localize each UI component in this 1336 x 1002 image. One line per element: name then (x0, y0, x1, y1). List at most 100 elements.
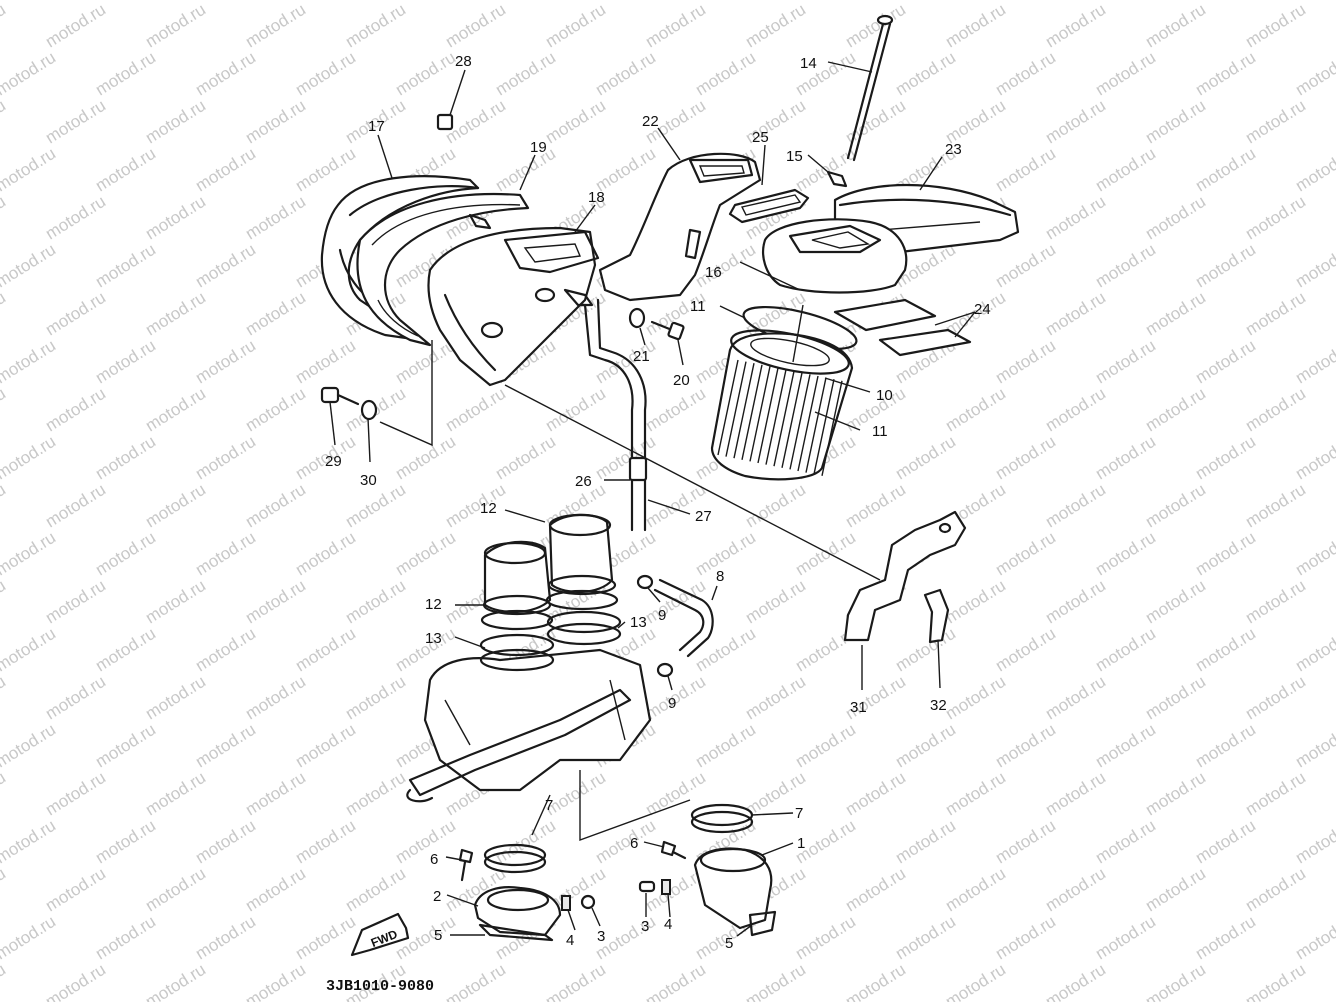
label-13-left: 13 (425, 630, 442, 647)
watermark-text: motod.ru (692, 0, 759, 3)
watermark-text: motod.ru (942, 768, 1009, 820)
reference-line-b (379, 340, 433, 447)
spring-4a (561, 895, 571, 911)
watermark-text: motod.ru (892, 0, 959, 3)
watermark-text: motod.ru (1192, 912, 1259, 964)
bracket-31 (843, 510, 967, 642)
watermark-text: motod.ru (1192, 816, 1259, 868)
watermark-text: motod.ru (192, 816, 259, 868)
filter-pleats (717, 359, 843, 476)
watermark-text: motod.ru (1042, 384, 1109, 436)
watermark-text: motod.ru (842, 480, 909, 532)
watermark-text: motod.ru (1092, 144, 1159, 196)
watermark-text: motod.ru (442, 480, 509, 532)
watermark-text: motod.ru (92, 240, 159, 292)
grommet-15 (826, 170, 848, 188)
watermark-text: motod.ru (292, 912, 359, 964)
watermark-text: motod.ru (242, 768, 309, 820)
watermark-text: motod.ru (0, 432, 59, 484)
watermark-text: motod.ru (342, 768, 409, 820)
label-9-bottom: 9 (668, 695, 676, 712)
watermark-text: motod.ru (1242, 960, 1309, 1002)
watermark-text: motod.ru (1042, 768, 1109, 820)
watermark-text: motod.ru (942, 576, 1009, 628)
watermark-text: motod.ru (1042, 576, 1109, 628)
watermark-text: motod.ru (1092, 912, 1159, 964)
watermark-text: motod.ru (1042, 288, 1109, 340)
watermark-text: motod.ru (842, 0, 909, 51)
clip-28 (436, 113, 454, 131)
watermark-text: motod.ru (292, 816, 359, 868)
watermark-text: motod.ru (42, 672, 109, 724)
label-9-top: 9 (658, 607, 666, 624)
watermark-text: motod.ru (192, 240, 259, 292)
watermark-text: motod.ru (492, 144, 559, 196)
watermark-text: motod.ru (142, 192, 209, 244)
watermark-text: motod.ru (1192, 336, 1259, 388)
air-filter-element-10 (710, 329, 854, 481)
carburetor-body (406, 648, 652, 803)
hose-clip-9a (636, 574, 654, 590)
joint-5a (478, 923, 554, 942)
watermark-text: motod.ru (92, 624, 159, 676)
label-14: 14 (800, 55, 817, 72)
watermark-text: motod.ru (992, 144, 1059, 196)
watermark-text: motod.ru (292, 48, 359, 100)
leader-lines (329, 61, 976, 937)
label-10: 10 (876, 387, 893, 404)
intake-manifold-1 (693, 847, 773, 930)
watermark-text: motod.ru (192, 720, 259, 772)
watermark-text: motod.ru (142, 96, 209, 148)
filter-pleat (733, 363, 755, 459)
watermark-text: motod.ru (792, 0, 859, 3)
intake-joint-12a (480, 540, 554, 631)
watermark-text: motod.ru (1042, 864, 1109, 916)
watermark-text: motod.ru (292, 336, 359, 388)
watermark-text: motod.ru (942, 864, 1009, 916)
watermark-text: motod.ru (142, 672, 209, 724)
filter-pleat (821, 380, 843, 476)
watermark-text: motod.ru (0, 624, 59, 676)
watermark-text: motod.ru (992, 528, 1059, 580)
watermark-text: motod.ru (542, 96, 609, 148)
watermark-text: motod.ru (192, 624, 259, 676)
filter-pleat (749, 366, 771, 462)
label-12-left: 12 (425, 596, 442, 613)
watermark-text: motod.ru (242, 672, 309, 724)
watermark-text: motod.ru (292, 720, 359, 772)
watermark-text: motod.ru (1192, 720, 1259, 772)
label-12-top: 12 (480, 500, 497, 517)
reference-line-c (579, 770, 691, 841)
watermark-text: motod.ru (692, 624, 759, 676)
label-20: 20 (673, 372, 690, 389)
watermark-text: motod.ru (492, 48, 559, 100)
label-29: 29 (325, 453, 342, 470)
watermark-text: motod.ru (242, 384, 309, 436)
cap-3b (638, 880, 656, 893)
watermark-text: motod.ru (992, 48, 1059, 100)
bolt-guide-line (792, 304, 804, 363)
foam-pad-24a (833, 298, 937, 332)
watermark-text: motod.ru (1242, 384, 1309, 436)
watermark-text: motod.ru (42, 576, 109, 628)
watermark-text: motod.ru (1092, 720, 1159, 772)
watermark-text: motod.ru (942, 960, 1009, 1002)
filter-pleat (773, 371, 795, 467)
watermark-text: motod.ru (992, 240, 1059, 292)
watermark-text: motod.ru (42, 384, 109, 436)
watermark-text: motod.ru (1242, 96, 1309, 148)
watermark-text: motod.ru (0, 480, 9, 532)
watermark-text: motod.ru (292, 528, 359, 580)
watermark-text: motod.ru (742, 576, 809, 628)
watermark-text: motod.ru (942, 384, 1009, 436)
label-23: 23 (945, 141, 962, 158)
watermark-text: motod.ru (1042, 192, 1109, 244)
joint-5b (748, 910, 777, 937)
label-32: 32 (930, 697, 947, 714)
watermark-text: motod.ru (1242, 480, 1309, 532)
spring-4b (661, 879, 671, 895)
watermark-text: motod.ru (192, 912, 259, 964)
watermark-text: motod.ru (642, 960, 709, 1002)
watermark-text: motod.ru (1292, 336, 1336, 388)
watermark-text: motod.ru (0, 0, 59, 3)
